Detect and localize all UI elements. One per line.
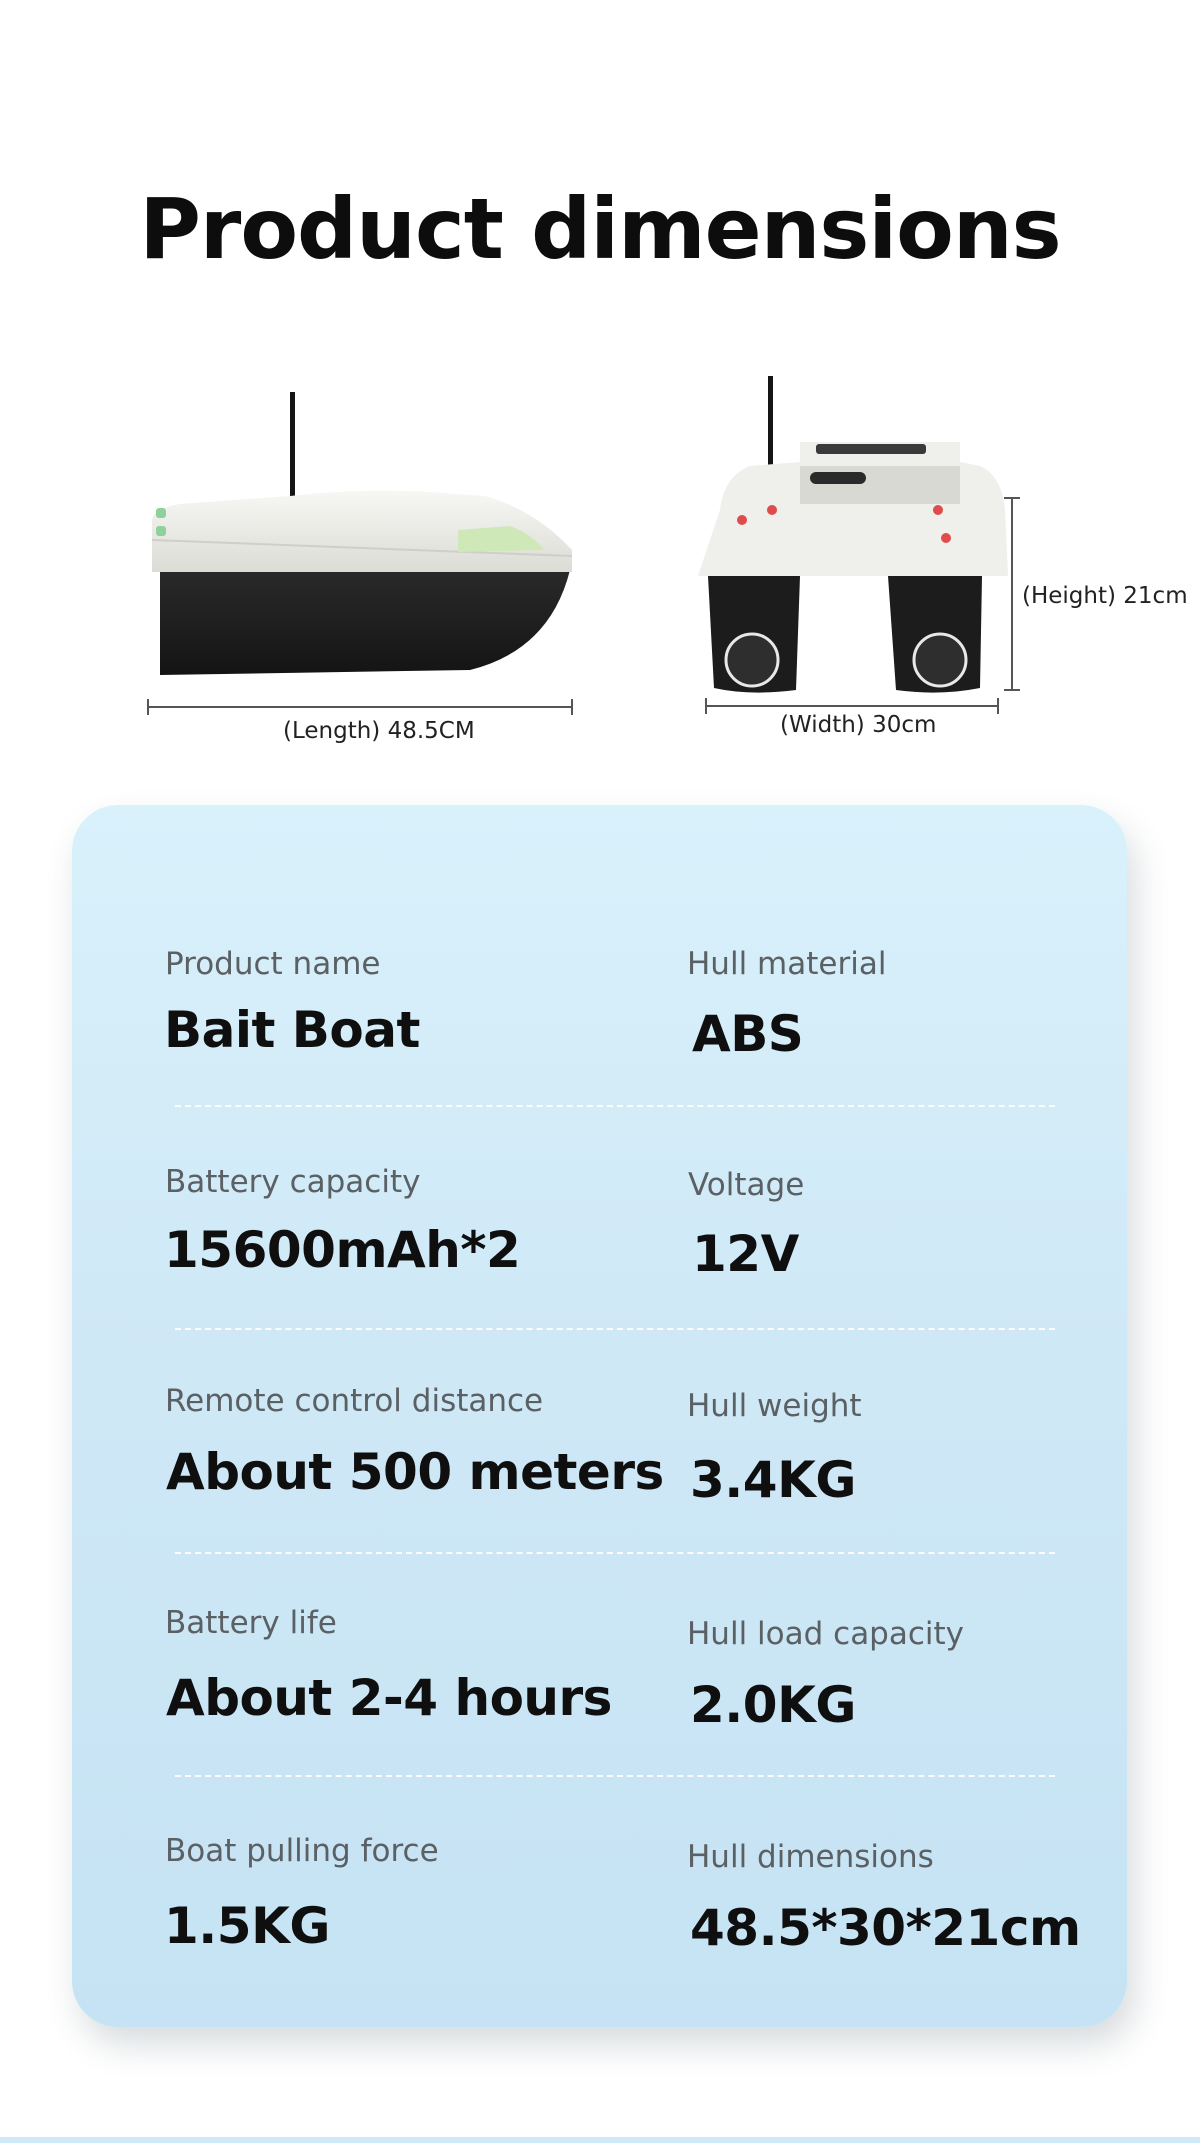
spec-label-hull-weight: Hull weight bbox=[687, 1388, 862, 1424]
spec-value-battery-life: About 2-4 hours bbox=[166, 1669, 612, 1727]
spec-value-remote-distance: About 500 meters bbox=[166, 1443, 664, 1501]
spec-value-hull-weight: 3.4KG bbox=[690, 1451, 856, 1509]
spec-value-voltage: 12V bbox=[692, 1225, 799, 1283]
spec-label-battery-capacity: Battery capacity bbox=[165, 1164, 421, 1200]
spec-label-hull-dimensions: Hull dimensions bbox=[687, 1839, 934, 1875]
spec-label-load-capacity: Hull load capacity bbox=[687, 1616, 965, 1652]
spec-value-product-name: Bait Boat bbox=[164, 1001, 420, 1059]
spec-label-hull-material: Hull material bbox=[687, 946, 887, 982]
spec-label-battery-life: Battery life bbox=[165, 1605, 337, 1641]
spec-divider bbox=[175, 1775, 1055, 1777]
length-dimension-label: (Length) 48.5CM bbox=[283, 718, 475, 744]
spec-value-load-capacity: 2.0KG bbox=[690, 1676, 856, 1734]
spec-divider bbox=[175, 1328, 1055, 1330]
spec-label-remote-distance: Remote control distance bbox=[165, 1383, 544, 1419]
page-title: Product dimensions bbox=[139, 180, 1061, 279]
spec-label-product-name: Product name bbox=[165, 946, 381, 982]
spec-value-hull-dimensions: 48.5*30*21cm bbox=[690, 1899, 1081, 1957]
spec-label-pulling-force: Boat pulling force bbox=[165, 1833, 439, 1869]
boat-side-view-image bbox=[147, 392, 573, 715]
spec-value-pulling-force: 1.5KG bbox=[164, 1897, 330, 1955]
width-dimension-label: (Width) 30cm bbox=[780, 712, 937, 738]
spec-divider bbox=[175, 1552, 1055, 1554]
height-dimension-label: (Height) 21cm bbox=[1022, 583, 1188, 609]
spec-label-voltage: Voltage bbox=[688, 1167, 805, 1203]
spec-divider bbox=[175, 1105, 1055, 1107]
spec-value-hull-material: ABS bbox=[692, 1005, 804, 1063]
bottom-strip bbox=[0, 2137, 1200, 2143]
spec-card bbox=[72, 805, 1127, 2027]
boat-rear-view-image bbox=[698, 376, 1020, 714]
spec-value-battery-capacity: 15600mAh*2 bbox=[164, 1221, 521, 1279]
